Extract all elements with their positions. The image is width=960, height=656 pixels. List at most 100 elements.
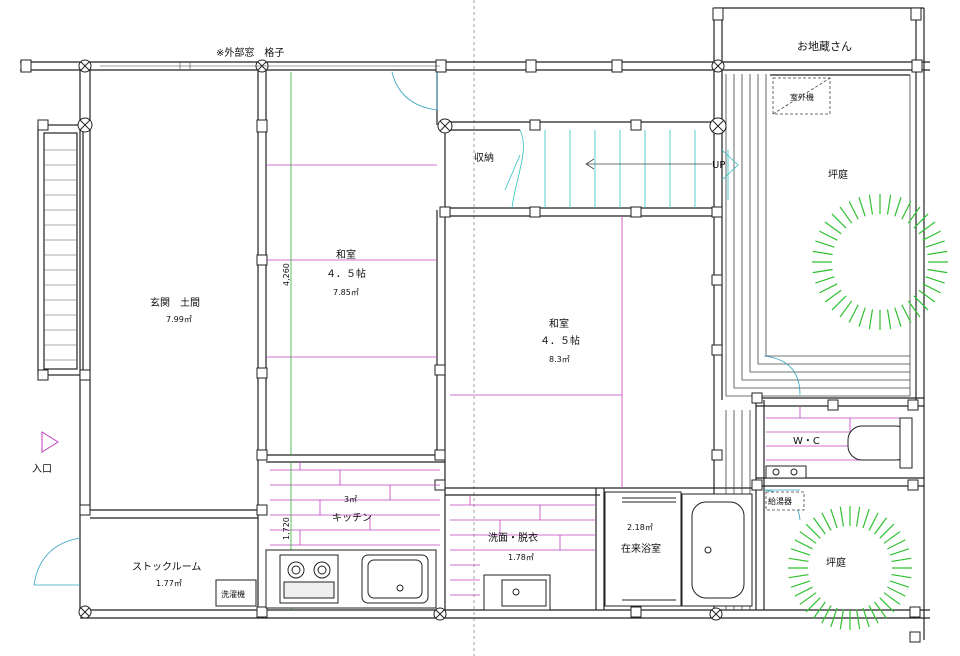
- plant-leaf: [927, 268, 948, 274]
- plant-leaf: [925, 240, 945, 248]
- plant-leaf: [848, 201, 859, 220]
- courtyard-top-label: 坪庭: [828, 168, 848, 181]
- plant-leaf: [901, 304, 912, 323]
- plant-leaf: [922, 283, 941, 294]
- plant-leaf: [858, 197, 866, 217]
- water-heater-box: [765, 491, 805, 511]
- outdoor-unit-icon: [772, 77, 831, 115]
- storage-label: 収納: [474, 151, 494, 164]
- dim-1720: 1,720: [282, 517, 291, 540]
- columns: [20, 7, 923, 643]
- plant-leaf: [788, 573, 809, 579]
- plant-leaf: [927, 250, 948, 256]
- plant-leaf: [830, 508, 838, 529]
- courtyard-bottom-label: 坪庭: [826, 556, 846, 569]
- entrance-hall-area: 7.99㎡: [166, 315, 192, 324]
- plant-leaf: [918, 221, 936, 235]
- kitchen-label: キッチン: [332, 512, 372, 524]
- plant-leaf: [812, 250, 833, 256]
- plant-leaf: [894, 307, 902, 327]
- plant-leaf: [922, 230, 941, 241]
- plant-leaf: [794, 586, 813, 597]
- plant-leaf: [790, 548, 811, 556]
- plant-leaf: [815, 240, 835, 248]
- plant-leaf: [812, 268, 833, 274]
- plant-leaf: [831, 213, 847, 229]
- plant-leaf: [883, 531, 901, 544]
- plant-leaf: [901, 201, 912, 220]
- plant-leaf: [794, 539, 813, 550]
- plant-leaf: [889, 548, 910, 556]
- plant-leaf: [813, 517, 826, 535]
- plant-leaf: [907, 300, 921, 318]
- plant-leaf: [858, 307, 866, 327]
- window-note: ※外部窓 格子: [216, 46, 284, 59]
- plant-leaf: [790, 580, 811, 588]
- plant-leaf: [886, 309, 892, 330]
- plant-leaf: [855, 506, 861, 527]
- plant-leaf: [799, 531, 817, 544]
- plant-leaf: [879, 523, 895, 539]
- toilet-icon: [765, 417, 913, 479]
- plant-leaf: [913, 295, 929, 311]
- plant-leaf: [887, 586, 906, 597]
- plant-leaf: [819, 230, 838, 241]
- bathroom-area: 2.18㎡: [627, 523, 653, 532]
- plant-leaf: [868, 605, 879, 624]
- entrance-hall-label: 玄関 土間: [150, 296, 200, 309]
- bathroom-fixtures: [604, 491, 753, 607]
- stair-arrow: [585, 158, 712, 170]
- plant-leaf: [788, 557, 809, 563]
- outdoor-unit-label: 室外機: [790, 92, 814, 102]
- plant-leaf: [879, 597, 895, 613]
- washer-label: 洗濯機: [221, 589, 245, 599]
- plant-leaf: [862, 607, 870, 628]
- washroom-vanity: [483, 574, 551, 611]
- wc-label: W・C: [793, 436, 820, 447]
- plant-leaf: [839, 609, 845, 630]
- walls: [20, 7, 930, 640]
- plant-leaf: [805, 597, 821, 613]
- plant-leaf: [891, 573, 912, 579]
- washitsu2-label: 和室: [549, 317, 569, 330]
- plant-leaf: [839, 506, 845, 527]
- plant-leaf: [907, 206, 921, 224]
- plant-leaf: [848, 304, 859, 323]
- center-stairs: [504, 129, 739, 209]
- plant-leaf: [805, 523, 821, 539]
- plant-leaf: [868, 194, 874, 215]
- dim-4260: 4,260: [282, 263, 291, 286]
- top-window-grille: [100, 62, 440, 70]
- water-heater-label: 給湯器: [768, 496, 792, 506]
- plant-leaf: [831, 295, 847, 311]
- plant-leaf: [813, 601, 826, 619]
- plant-leaf: [815, 276, 835, 284]
- plant-leaf: [925, 276, 945, 284]
- plant-leaf: [918, 289, 936, 303]
- plant-leaf: [821, 605, 832, 624]
- entrance-arrow-icon: [41, 431, 59, 453]
- up-label: UP: [712, 160, 725, 171]
- plant-leaf: [894, 197, 902, 217]
- washitsu1-size: ４．５帖: [326, 267, 366, 280]
- bathroom-label: 在来浴室: [621, 542, 661, 555]
- plant-leaf: [799, 592, 817, 605]
- left-stair-treads: [44, 149, 77, 361]
- plant-leaf: [824, 221, 842, 235]
- plant-leaf: [830, 607, 838, 628]
- washroom-label: 洗面・脱衣: [488, 531, 538, 544]
- plant-leaf: [886, 194, 892, 215]
- washitsu2-area: 8.3㎡: [549, 355, 570, 364]
- plant-leaf: [874, 601, 887, 619]
- washitsu1-label: 和室: [336, 248, 356, 261]
- plant-leaf: [874, 517, 887, 535]
- plant-leaf: [855, 609, 861, 630]
- plant-leaf: [913, 213, 929, 229]
- plant-leaf: [887, 539, 906, 550]
- washitsu1-area: 7.85㎡: [333, 288, 359, 297]
- plant-leaf: [889, 580, 910, 588]
- kitchen-area: 3㎡: [344, 495, 357, 504]
- plant-leaf: [868, 309, 874, 330]
- engawa-slats: [725, 74, 911, 610]
- washitsu2-size: ４．５帖: [540, 334, 580, 347]
